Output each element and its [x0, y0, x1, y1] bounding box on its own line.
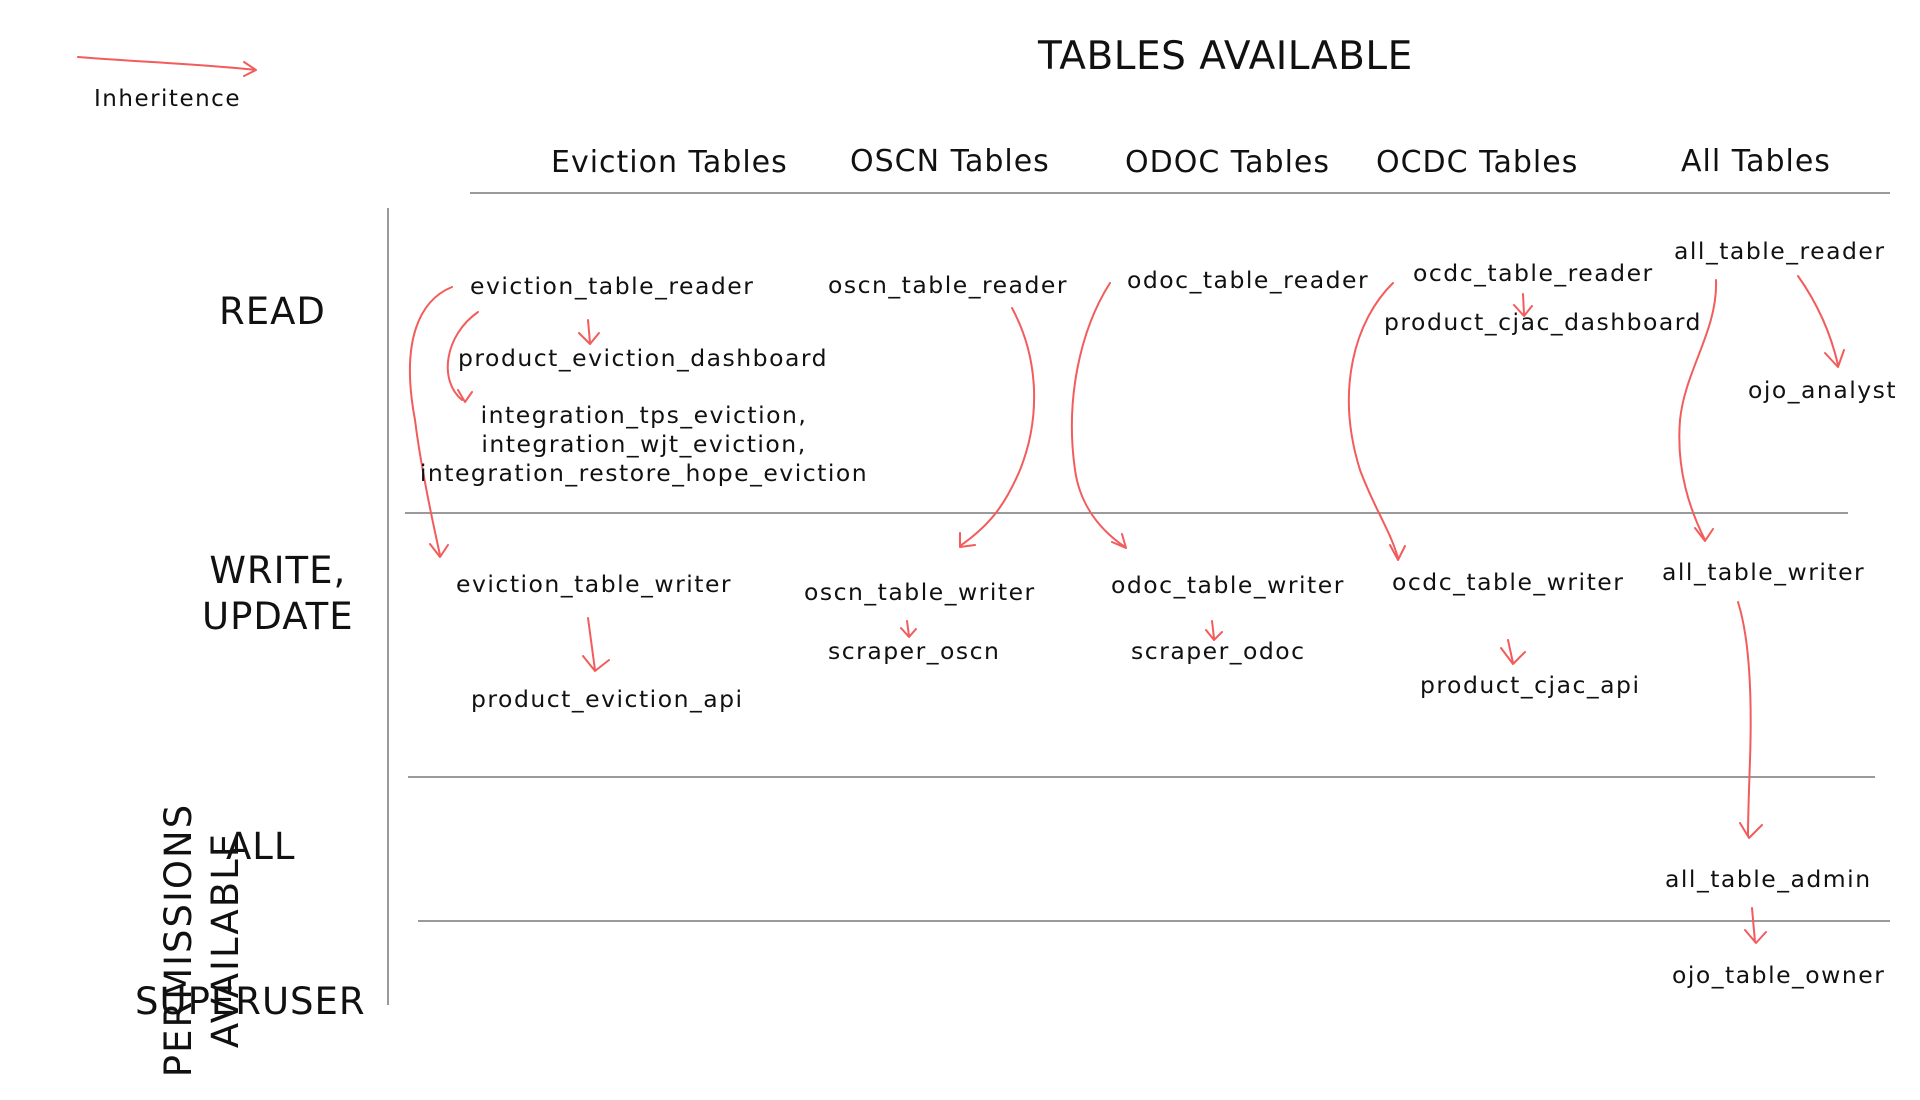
node-ojo-analyst: ojo_analyst — [1748, 376, 1898, 404]
legend-arrow — [77, 56, 257, 77]
node-all-table-writer: all_table_writer — [1662, 558, 1866, 586]
arrow-ocdc-writer-to-api — [1500, 639, 1526, 665]
node-eviction-table-writer: eviction_table_writer — [456, 570, 733, 598]
arrow-all-reader-to-analyst — [1797, 275, 1845, 368]
node-ocdc-table-writer: ocdc_table_writer — [1392, 568, 1625, 596]
node-product-cjac-dashboard: product_cjac_dashboard — [1384, 308, 1702, 336]
node-integration-wjt: integration_wjt_eviction, — [481, 430, 807, 458]
arrow-eviction-reader-to-dashboard — [578, 319, 600, 345]
arrow-eviction-reader-to-writer — [408, 286, 453, 558]
row-header-read: READ — [219, 290, 326, 333]
arrow-all-writer-to-admin — [1737, 601, 1763, 839]
node-scraper-oscn: scraper_oscn — [828, 637, 1001, 665]
arrow-oscn-reader-to-writer — [959, 307, 1036, 548]
node-all-table-reader: all_table_reader — [1674, 237, 1886, 265]
node-product-cjac-api: product_cjac_api — [1420, 671, 1641, 699]
node-product-eviction-dashboard: product_eviction_dashboard — [458, 344, 829, 372]
arrow-eviction-writer-to-api — [582, 617, 610, 672]
node-oscn-table-writer: oscn_table_writer — [804, 578, 1036, 606]
node-scraper-odoc: scraper_odoc — [1131, 637, 1306, 665]
row-header-write: WRITE, UPDATE — [202, 548, 354, 640]
node-ocdc-table-reader: ocdc_table_reader — [1413, 259, 1654, 287]
column-header-ocdc: OCDC Tables — [1376, 145, 1579, 180]
legend-label: Inheritence — [94, 86, 241, 112]
node-odoc-table-writer: odoc_table_writer — [1111, 571, 1345, 599]
column-header-odoc: ODOC Tables — [1125, 145, 1331, 180]
arrow-eviction-reader-to-integrations — [446, 311, 479, 403]
node-eviction-table-reader: eviction_table_reader — [470, 272, 755, 300]
column-header-eviction: Eviction Tables — [551, 145, 788, 180]
axis-label-line1: PERMISSIONS — [157, 802, 200, 1078]
row-header-superuser: SUPERUSER — [135, 980, 366, 1023]
row-header-all: ALL — [226, 825, 296, 868]
row-header-write-line1: WRITE, — [209, 549, 347, 592]
arrow-ocdc-reader-to-dashboard — [1513, 293, 1533, 317]
arrow-odoc-writer-to-scraper — [1205, 620, 1223, 641]
page-title: TABLES AVAILABLE — [1038, 34, 1413, 79]
node-odoc-table-reader: odoc_table_reader — [1127, 266, 1370, 294]
row-header-write-line2: UPDATE — [202, 595, 354, 638]
arrow-admin-to-owner — [1744, 907, 1767, 944]
arrow-ocdc-reader-to-writer — [1348, 282, 1406, 561]
node-product-eviction-api: product_eviction_api — [471, 685, 744, 713]
node-integration-restore-hope: integration_restore_hope_eviction — [419, 459, 869, 487]
column-header-oscn: OSCN Tables — [850, 144, 1050, 179]
arrow-all-reader-to-writer — [1678, 279, 1718, 542]
column-header-all: All Tables — [1681, 144, 1831, 179]
node-all-table-admin: all_table_admin — [1665, 865, 1872, 893]
arrow-odoc-reader-to-writer — [1070, 282, 1127, 549]
node-ojo-table-owner: ojo_table_owner — [1672, 961, 1886, 989]
node-oscn-table-reader: oscn_table_reader — [828, 271, 1068, 299]
node-integrations: integration_tps_eviction, integration_wj… — [420, 401, 868, 488]
arrow-oscn-writer-to-scraper — [900, 620, 917, 638]
axis-label-permissions: PERMISSIONS AVAILABLE — [52, 780, 352, 1100]
node-integration-tps: integration_tps_eviction, — [480, 401, 808, 429]
